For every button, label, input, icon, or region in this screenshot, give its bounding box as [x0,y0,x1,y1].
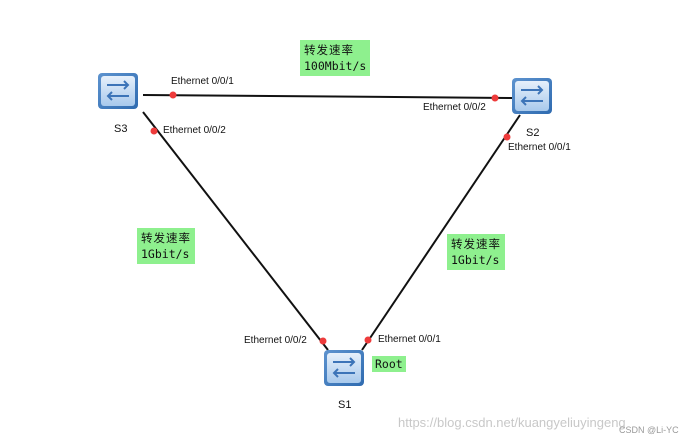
switch-s2[interactable] [512,78,552,114]
port-dot-s2-e002 [491,94,499,102]
rate-note-value: 1Gbit/s [141,247,190,261]
rate-note-title: 转发速率 [451,237,501,251]
port-dot-s3-e002 [150,127,158,135]
rate-note-title: 转发速率 [141,231,191,245]
port-dot-s1-e001 [364,336,372,344]
port-label-s1-to-s3: Ethernet 0/0/2 [244,335,307,346]
port-label-s3-to-s1: Ethernet 0/0/2 [163,125,226,136]
rate-note-value: 1Gbit/s [451,253,500,267]
rate-note-s3-s1: 转发速率 1Gbit/s [137,228,195,264]
switch-arrows-icon [106,80,130,101]
rate-note-s2-s1: 转发速率 1Gbit/s [447,234,505,270]
port-dot-s3-e001 [169,91,177,99]
port-label-s2-to-s1: Ethernet 0/0/1 [508,142,571,153]
rate-note-title: 转发速率 [304,43,354,57]
root-badge: Root [372,356,406,372]
device-name-s3: S3 [114,123,128,135]
switch-arrows-icon [332,357,356,378]
watermark-url: https://blog.csdn.net/kuangyeliuyingeng [398,415,626,430]
switch-s1[interactable] [324,350,364,386]
port-label-s2-to-s3: Ethernet 0/0/2 [423,102,486,113]
link-s3-s1 [142,111,329,351]
port-dot-s2-e001 [503,133,511,141]
device-name-s2: S2 [526,127,540,139]
switch-s3[interactable] [98,73,138,109]
link-s3-s2 [142,94,516,99]
port-label-s3-to-s2: Ethernet 0/0/1 [171,76,234,87]
link-s2-s1 [361,114,521,351]
rate-note-s3-s2: 转发速率 100Mbit/s [300,40,371,76]
watermark-credit: CSDN @Li-YC [619,425,679,435]
port-label-s1-to-s2: Ethernet 0/0/1 [378,334,441,345]
switch-arrows-icon [520,85,544,106]
port-dot-s1-e002 [319,337,327,345]
device-name-s1: S1 [338,399,352,411]
rate-note-value: 100Mbit/s [304,59,367,73]
